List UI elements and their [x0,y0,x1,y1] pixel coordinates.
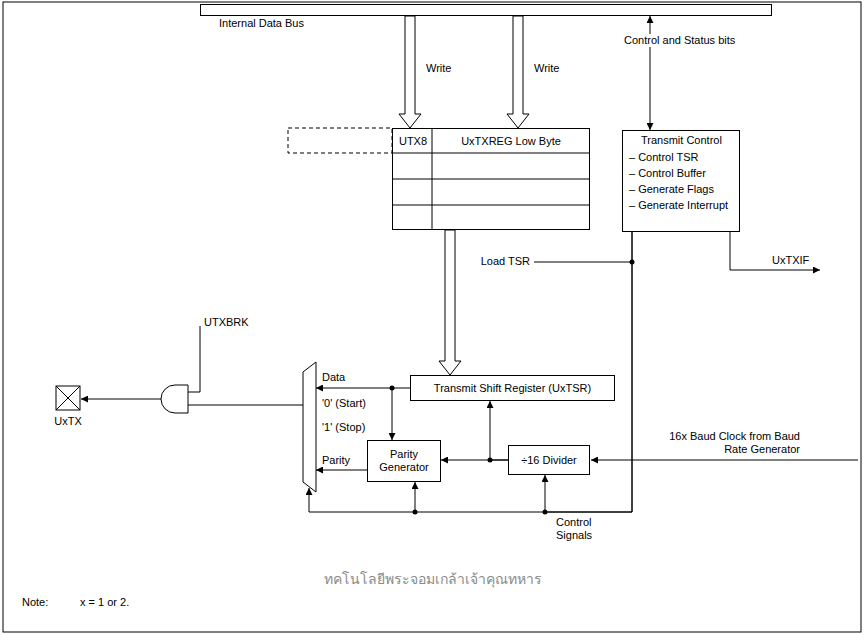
register-row-line [392,153,590,154]
bus-arrow [439,230,461,375]
watermark-text: ทคโนโลยีพระจอมเกล้าเจ้าคุณทหาร [324,570,542,588]
connector-label: Write [534,62,559,75]
note-text: x = 1 or 2. [80,596,129,609]
multiplexer-symbol [303,362,316,492]
signal-connector [392,388,410,440]
signal-connector [490,401,508,460]
pin-cross [56,386,80,410]
box-title: ÷16 Divider [521,454,577,467]
dashed-register-extension [288,128,392,153]
clock-label: 16x Baud Clock from Baud Rate Generator [665,430,800,456]
mux-input-label: Parity [322,454,350,467]
mux-input-label: Data [322,371,345,384]
box-title: Transmit Shift Register (UxTSR) [434,382,591,395]
signal-label: Load TSR [481,255,530,268]
mux-input-label: '0' (Start) [322,397,366,410]
register-row-line [392,205,590,206]
box-item: – Control TSR [629,151,699,164]
signal-label: UxTXIF [772,254,809,267]
mux-output-wire [188,405,303,406]
box-title: Parity Generator [372,448,436,474]
note-label: Note: [22,596,48,609]
mux-input-label: '1' (Stop) [322,421,365,434]
bus-arrow [399,16,421,128]
parity-box: Parity Generator [367,440,441,482]
register-box: UTX8UxTXREG Low Byte [392,128,590,230]
data-wire [316,388,392,389]
connector-label: Write [426,62,451,75]
pin-cross [56,386,80,410]
interrupt-wire [730,232,820,270]
box-title: UTX8 [393,135,433,148]
box-item: – Control Buffer [629,167,706,180]
clock-wire [591,460,858,461]
pin-symbol [56,386,80,410]
and-gate-symbol [161,385,188,413]
signal-label: UTXBRK [204,316,249,329]
bus-arrow [507,16,529,128]
control-box: Transmit Control – Control TSR – Control B… [622,130,740,232]
load-wire [534,262,632,263]
signal-connector [415,232,632,512]
control-wire [309,488,415,512]
figure-frame [3,2,861,632]
data-bus-band: Internal Data Bus [200,4,772,16]
break-wire [188,326,200,392]
box-title: Transmit Control [641,134,722,147]
box-item: – Generate Interrupt [629,199,728,212]
box-item: UxTXREG Low Byte [433,135,589,148]
register-row-line [392,179,590,180]
signal-connector [545,232,632,512]
connector-label: Control and Status bits [622,34,737,47]
signal-connector [441,460,508,461]
shift-register-box: Transmit Shift Register (UxTSR) [410,375,615,401]
output-wire [81,399,161,400]
divider-box: ÷16 Divider [508,445,590,475]
box-title: Internal Data Bus [219,17,771,30]
parity-wire [316,470,368,471]
pin-name: UxTX [54,415,82,428]
box-item: – Generate Flags [629,183,714,196]
signal-label: Control Signals [556,516,592,542]
